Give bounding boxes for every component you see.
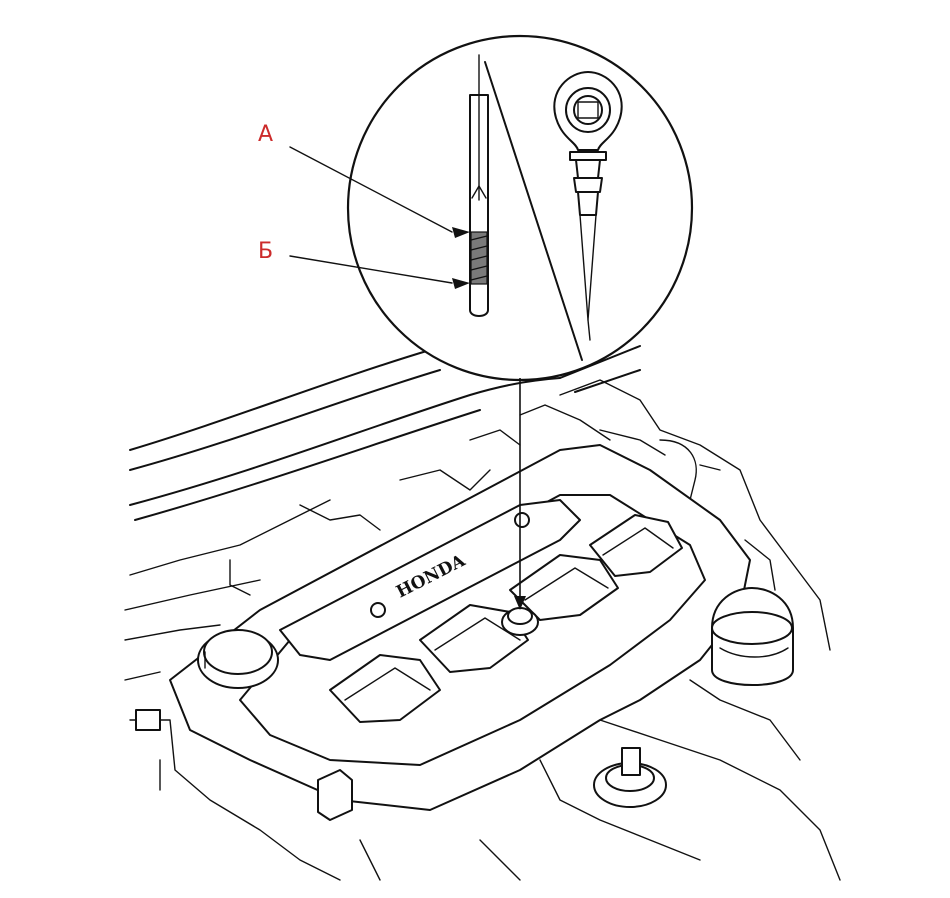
inset-section-line [484,61,583,361]
callout-b-leader [289,255,453,284]
engine-bay-illustration: HONDA [124,345,841,881]
dipstick-blade [452,54,489,317]
callout-label-a: А [258,122,274,147]
magnified-inset [289,34,694,610]
dipstick-handle [553,71,623,341]
inset-circle [346,34,694,382]
callout-label-b: Б [258,239,274,264]
callout-a-leader [289,146,453,233]
